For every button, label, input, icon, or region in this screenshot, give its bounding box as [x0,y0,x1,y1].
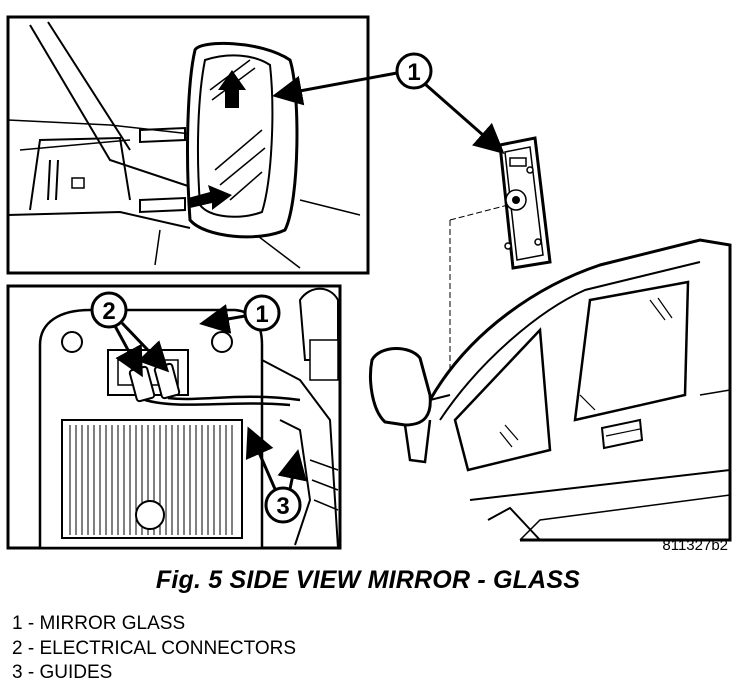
svg-text:3: 3 [276,493,289,520]
legend-item-mirror-glass: 1 - MIRROR GLASS [12,613,186,634]
right-arrow-icon [188,185,232,210]
svg-text:1: 1 [407,59,420,86]
up-arrow-icon [218,70,246,108]
callout-1-top: 1 [272,52,505,154]
callout-1-bottom: 1 [199,294,281,334]
callout-2: 2 [90,291,170,378]
legend: 1 - MIRROR GLASS 2 - ELECTRICAL CONNECTO… [12,612,296,686]
figure-caption: Fig. 5 SIDE VIEW MIRROR - GLASS [155,566,581,594]
mirror-glass-diagram: 1 2 1 3 811327b2 [6,15,732,554]
legend-item-guides: 3 - GUIDES [12,662,113,683]
svg-text:1: 1 [255,301,268,328]
svg-text:2: 2 [102,298,115,325]
legend-item-electrical-connectors: 2 - ELECTRICAL CONNECTORS [12,637,296,659]
figure-id: 811327b2 [662,537,728,554]
vehicle-illustration [369,136,732,542]
inset-panel-mirror-removal [6,15,370,275]
callout-3: 3 [245,426,307,524]
